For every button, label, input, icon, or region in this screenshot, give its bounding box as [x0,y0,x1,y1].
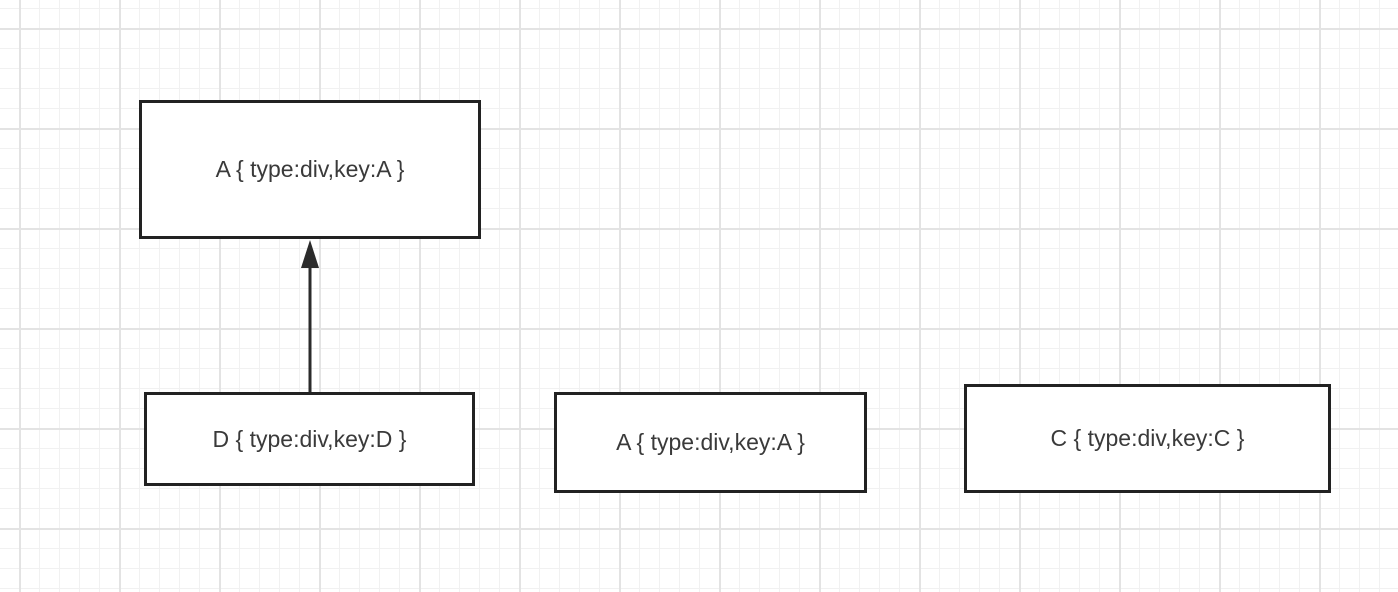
node-d-label: D { type:div,key:D } [212,425,407,452]
node-a-mid[interactable]: A { type:div,key:A } [554,392,867,493]
node-a-top[interactable]: A { type:div,key:A } [139,100,481,239]
node-a-mid-label: A { type:div,key:A } [616,429,805,455]
node-c-label: C { type:div,key:C } [1050,425,1245,451]
node-a-top-label: A { type:div,key:A } [215,156,405,182]
arrowhead-icon [301,240,319,268]
node-d[interactable]: D { type:div,key:D } [144,392,475,486]
node-c[interactable]: C { type:div,key:C } [964,384,1331,493]
